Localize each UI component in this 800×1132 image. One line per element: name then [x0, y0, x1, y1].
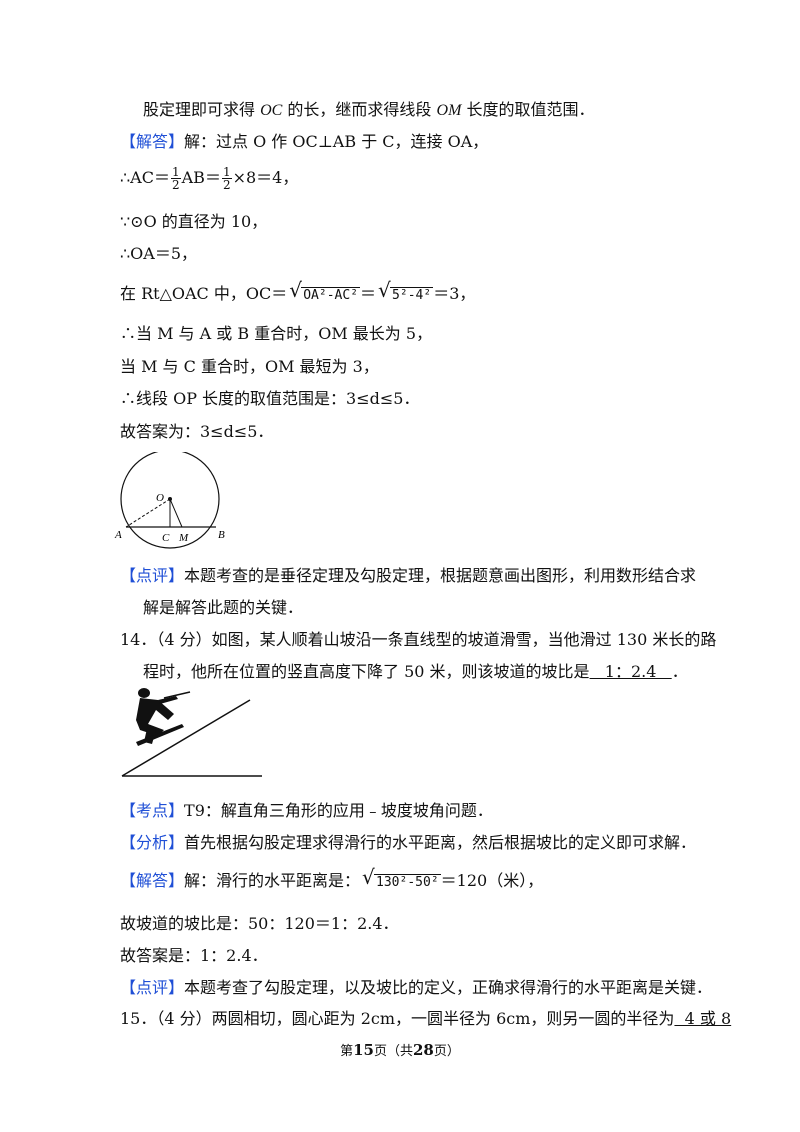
sqrt-expression: √OA²-AC²	[289, 278, 361, 303]
sqrt-expression: √5²-4²	[378, 278, 434, 303]
section-tag-knowledge: 【考点】	[120, 801, 185, 820]
total-pages: 28	[413, 1041, 434, 1059]
text-line: 解是解答此题的关键．	[143, 598, 304, 617]
section-tag-comment: 【点评】	[120, 566, 185, 585]
label-b: B	[218, 529, 225, 541]
skier-figure	[121, 688, 262, 777]
text-line: ∴OA＝5，	[120, 244, 198, 263]
page-footer: 第15页（共28页）	[340, 1041, 460, 1059]
sqrt-expression: √130²-50²	[362, 865, 441, 890]
text-line: 【点评】本题考查的是垂径定理及勾股定理，根据题意画出图形，利用数形结合求	[120, 566, 697, 585]
text-line: 【分析】首先根据勾股定理求得滑行的水平距离，然后根据坡比的定义即可求解．	[120, 833, 697, 852]
label-c: C	[162, 532, 170, 544]
text-line: 【解答】解：滑行的水平距离是：√130²-50²＝120（米），	[120, 865, 543, 894]
page-number: 15	[353, 1041, 374, 1059]
answer-blank: 4 或 8	[674, 1009, 732, 1028]
text-line: 【考点】T9：解直角三角形的应用﹣坡度坡角问题．	[120, 801, 493, 820]
text-line: ∵⊙O 的直径为 10，	[120, 212, 268, 231]
section-tag-answer: 【解答】	[120, 132, 185, 151]
text-line: ∴线段 OP 长度的取值范围是：3≤d≤5．	[120, 389, 420, 408]
question-15: 15．（4 分）两圆相切，圆心距为 2cm，一圆半径为 6cm，则另一圆的半径为…	[120, 1009, 732, 1028]
skier-icon	[136, 688, 184, 746]
text-line: 【解答】解：过点 O 作 OC⊥AB 于 C，连接 OA，	[120, 132, 489, 151]
text-line: 股定理即可求得 OC 的长，继而求得线段 OM 长度的取值范围．	[143, 100, 595, 119]
circle-figure: O A C M B	[114, 452, 225, 549]
section-tag-comment: 【点评】	[120, 978, 185, 997]
text-line: 故答案是：1：2.4．	[120, 946, 268, 965]
section-tag-analysis: 【分析】	[120, 833, 185, 852]
section-tag-answer: 【解答】	[120, 871, 185, 890]
answer-blank: 1：2.4	[589, 662, 672, 681]
label-o: O	[156, 492, 164, 504]
text-line: 故坡道的坡比是：50：120＝1：2.4．	[120, 914, 399, 933]
label-m: M	[178, 532, 189, 544]
text-line: 【点评】本题考查了勾股定理，以及坡比的定义，正确求得滑行的水平距离是关键．	[120, 978, 713, 997]
label-a: A	[114, 529, 122, 541]
text-line: 在 Rt△OAC 中，OC＝√OA²-AC²＝√5²-4²＝3，	[120, 278, 475, 307]
text-line: 当 M 与 C 重合时，OM 最短为 3，	[120, 357, 379, 376]
text-line: 故答案为：3≤d≤5．	[120, 422, 274, 441]
text-line: 程时，他所在位置的竖直高度下降了 50 米，则该坡道的坡比是 1：2.4 ．	[143, 662, 688, 681]
text-line: ∴当 M 与 A 或 B 重合时，OM 最长为 5，	[120, 324, 433, 343]
question-14: 14．（4 分）如图，某人顺着山坡沿一条直线型的坡道滑雪，当他滑过 130 米长…	[120, 630, 717, 649]
